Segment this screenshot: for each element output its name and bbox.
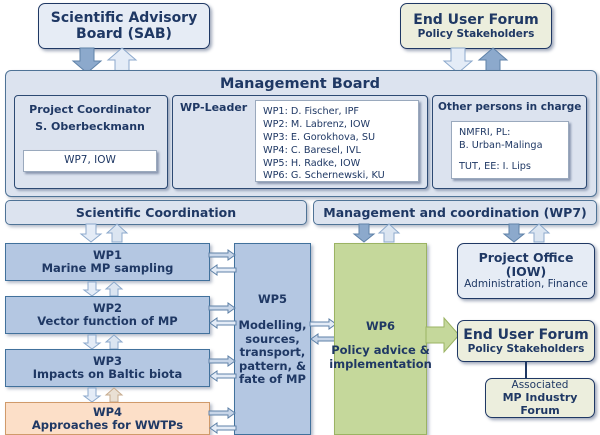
wp1-number: WP1	[92, 248, 123, 263]
wp2-text: Vector function of MP	[37, 314, 178, 329]
scientific-coordination-bar: Scientific Coordination	[5, 200, 307, 225]
arrow-sab-down	[71, 47, 103, 74]
arrow-wp6-enduserforum	[425, 316, 460, 354]
connector-euf-industry	[525, 362, 527, 378]
wp6-number: WP6	[365, 319, 396, 333]
wp3-box: WP3 Impacts on Baltic biota	[5, 349, 210, 387]
end-user-forum-top-box: End User Forum Policy Stakeholders	[400, 3, 552, 49]
project-office-box: Project Office (IOW) Administration, Fin…	[457, 243, 595, 299]
arrow-office-up	[527, 223, 551, 243]
wp3-number: WP3	[92, 354, 123, 369]
euf-right-title: End User Forum	[463, 326, 589, 343]
management-coordination-bar: Management and coordination (WP7)	[313, 200, 597, 225]
management-coordination-label: Management and coordination (WP7)	[323, 205, 587, 220]
project-coordinator-name: S. Oberbeckmann	[35, 120, 145, 133]
arrow-wp2-wp5	[208, 302, 236, 314]
arrow-sci-up	[105, 223, 129, 243]
euf-top-title: End User Forum	[413, 11, 539, 28]
other-persons-entry: B. Urban-Malinga	[459, 139, 543, 151]
project-office-title2: (IOW)	[505, 263, 547, 279]
industry-forum-line1: Associated	[511, 378, 569, 391]
sab-title-line2: Board (SAB)	[76, 26, 172, 42]
project-office-subtitle: Administration, Finance	[464, 278, 588, 291]
arrow-office-down	[502, 223, 526, 243]
arrow-euf-down	[442, 47, 474, 74]
wp-leader-entry: WP5: H. Radke, IOW	[263, 157, 361, 169]
arrow-wp3-wp4-down	[82, 387, 102, 403]
project-coordinator-affiliation: WP7, IOW	[64, 154, 116, 167]
wp4-text: Approaches for WWTPs	[31, 417, 184, 432]
wp-leader-entry: WP4: C. Baresel, IVL	[263, 144, 361, 156]
project-coordinator-label: Project Coordinator	[29, 103, 151, 116]
scientific-advisory-board-box: Scientific Advisory Board (SAB)	[38, 3, 210, 49]
arrow-wp2-wp3-down	[82, 334, 102, 350]
industry-forum-line2: MP Industry Forum	[502, 391, 578, 418]
arrow-wp5-wp6	[309, 318, 337, 330]
euf-right-subtitle: Policy Stakeholders	[467, 343, 585, 356]
arrow-sci-down	[79, 223, 103, 243]
other-persons-entry: NMFRI, PL:	[459, 127, 511, 138]
arrow-wp6-up	[377, 223, 401, 243]
arrow-wp2-wp1-up	[104, 281, 124, 297]
wp4-box: WP4 Approaches for WWTPs	[5, 402, 210, 435]
arrow-wp5-wp3	[209, 370, 237, 382]
wp-leader-label: WP-Leader	[180, 101, 248, 114]
wp5-box: WP5 Modelling, sources, transport, patte…	[234, 243, 311, 435]
wp-leader-entry: WP2: M. Labrenz, IOW	[263, 118, 371, 130]
arrow-wp1-wp5	[208, 249, 236, 261]
wp1-box: WP1 Marine MP sampling	[5, 243, 210, 281]
industry-forum-box: Associated MP Industry Forum	[485, 378, 595, 418]
arrow-wp4-wp3-up	[104, 387, 124, 403]
wp-leader-entry: WP6: G. Schernewski, KU	[263, 170, 385, 182]
sab-title-line1: Scientific Advisory	[50, 9, 198, 26]
wp6-box: WP6 Policy advice & implementation	[329, 243, 432, 435]
other-persons-list-box: NMFRI, PL: B. Urban-Malinga TUT, EE: I. …	[451, 121, 569, 179]
wp3-text: Impacts on Baltic biota	[32, 367, 183, 382]
arrow-wp5-wp2	[209, 317, 237, 329]
arrow-wp3-wp2-up	[104, 334, 124, 350]
wp4-number: WP4	[92, 404, 123, 419]
wp-leader-list-box: WP1: D. Fischer, IPF WP2: M. Labrenz, IO…	[255, 100, 419, 182]
wp6-text: Policy advice & implementation	[329, 343, 432, 371]
arrow-wp6-wp5	[310, 333, 338, 345]
euf-top-subtitle: Policy Stakeholders	[417, 28, 535, 41]
wp5-number: WP5	[257, 292, 288, 306]
project-coordinator-affiliation-box: WP7, IOW	[23, 150, 157, 172]
wp1-text: Marine MP sampling	[41, 261, 174, 276]
arrow-wp1-wp2-down	[82, 281, 102, 297]
other-persons-spacer	[459, 153, 561, 161]
wp2-box: WP2 Vector function of MP	[5, 296, 210, 334]
scientific-coordination-label: Scientific Coordination	[75, 205, 237, 220]
other-persons-label: Other persons in charge	[438, 101, 582, 113]
project-office-title: Project Office	[478, 249, 574, 265]
arrow-wp5-wp4	[209, 422, 237, 434]
wp-leader-entry: WP1: D. Fischer, IPF	[263, 106, 359, 117]
project-coordinator-panel	[14, 95, 168, 189]
wp-leader-entry: WP3: E. Gorokhova, SU	[263, 131, 376, 143]
wp5-text: Modelling, sources, transport, pattern, …	[238, 318, 307, 387]
end-user-forum-right-box: End User Forum Policy Stakeholders	[457, 320, 595, 362]
arrow-wp4-wp5	[208, 407, 236, 419]
arrow-wp5-wp1	[209, 264, 237, 276]
management-board-title: Management Board	[219, 76, 381, 92]
arrow-wp6-down	[352, 223, 376, 243]
wp2-number: WP2	[92, 301, 123, 316]
other-persons-entry: TUT, EE: I. Lips	[459, 160, 531, 172]
arrow-wp3-wp5	[208, 355, 236, 367]
